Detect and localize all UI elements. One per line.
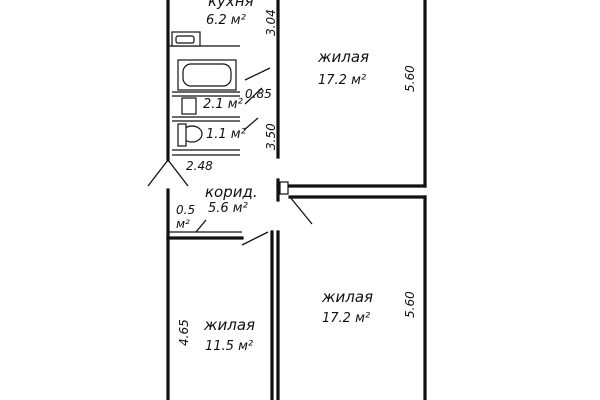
kitchen-area: 6.2 м² <box>206 13 246 28</box>
dim-top-room-len: 5.60 <box>403 65 417 92</box>
dimension-labels: 3.04 0.85 3.50 2.48 5.60 5.60 4.65 <box>177 9 417 346</box>
dim-left-room-len: 4.65 <box>177 319 191 346</box>
wc-area: 1.1 м² <box>206 127 246 142</box>
closet-area-value: 0.5 <box>176 203 195 217</box>
living-top-name: жилая <box>317 48 369 66</box>
doors <box>147 67 313 246</box>
bath-area: 2.1 м² <box>203 97 243 112</box>
corridor-name: корид. <box>205 183 258 201</box>
walls <box>166 0 427 400</box>
dim-hall-width: 2.48 <box>186 159 213 173</box>
living-bottom-left-area: 11.5 м² <box>205 339 253 354</box>
kitchen-name: кухня <box>208 0 254 10</box>
living-bottom-right-area: 17.2 м² <box>322 311 370 326</box>
dim-wc-len: 3.50 <box>264 123 278 150</box>
room-labels: кухня 6.2 м² жилая 17.2 м² 2.1 м² 1.1 м²… <box>176 0 373 354</box>
living-bottom-left-name: жилая <box>203 316 255 334</box>
living-bottom-right-name: жилая <box>321 288 373 306</box>
corridor-area: 5.6 м² <box>208 201 248 216</box>
dim-kitchen-len: 3.04 <box>264 9 278 36</box>
dim-bath-width: 0.85 <box>245 87 272 101</box>
closet-area-unit: м² <box>176 217 190 231</box>
dim-bottom-room-len: 5.60 <box>403 291 417 318</box>
living-top-area: 17.2 м² <box>318 73 366 88</box>
fixtures <box>171 31 240 156</box>
